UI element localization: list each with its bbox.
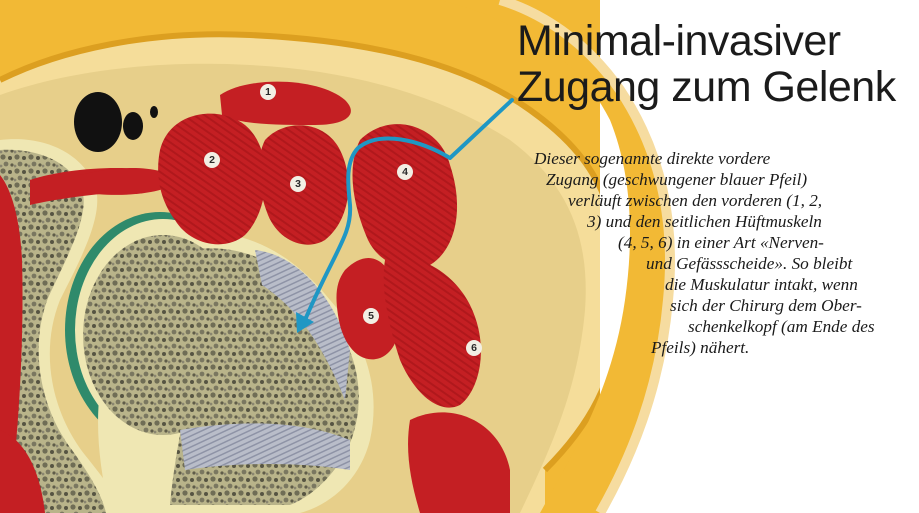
title-line-2: Zugang zum Gelenk xyxy=(517,64,912,110)
vessel-large xyxy=(74,92,122,152)
muscle-label-5: 5 xyxy=(363,308,379,324)
muscle-label-text: 5 xyxy=(368,310,374,322)
page-title: Minimal-invasiver Zugang zum Gelenk xyxy=(517,18,912,110)
vessel-tiny xyxy=(150,106,158,118)
caption-line: 3) und den seitlichen Hüftmuskeln xyxy=(520,211,915,232)
caption-line: Zugang (geschwungener blauer Pfeil) xyxy=(520,169,915,190)
muscle-label-text: 3 xyxy=(295,178,301,190)
caption-line: Dieser sogenannte direkte vordere xyxy=(520,148,915,169)
caption-line: (4, 5, 6) in einer Art «Nerven- xyxy=(520,232,915,253)
muscle-label-text: 2 xyxy=(209,154,215,166)
caption-line: und Gefässscheide». So bleibt xyxy=(520,253,915,274)
title-line-1: Minimal-invasiver xyxy=(517,18,912,64)
caption-line: schenkelkopf (am Ende des xyxy=(520,316,915,337)
muscle-label-2: 2 xyxy=(204,152,220,168)
caption-line: verläuft zwischen den vorderen (1, 2, xyxy=(520,190,915,211)
muscle-label-6: 6 xyxy=(466,340,482,356)
muscle-label-text: 1 xyxy=(265,86,271,98)
muscle-label-1: 1 xyxy=(260,84,276,100)
muscle-label-text: 4 xyxy=(402,166,408,178)
caption-text: Dieser sogenannte direkte vordere Zugang… xyxy=(520,148,915,358)
muscle-label-3: 3 xyxy=(290,176,306,192)
muscle-label-4: 4 xyxy=(397,164,413,180)
caption-line: die Muskulatur intakt, wenn xyxy=(520,274,915,295)
muscle-label-text: 6 xyxy=(471,342,477,354)
caption-line: sich der Chirurg dem Ober- xyxy=(520,295,915,316)
vessel-small xyxy=(123,112,143,140)
caption-line: Pfeils) nähert. xyxy=(520,337,915,358)
